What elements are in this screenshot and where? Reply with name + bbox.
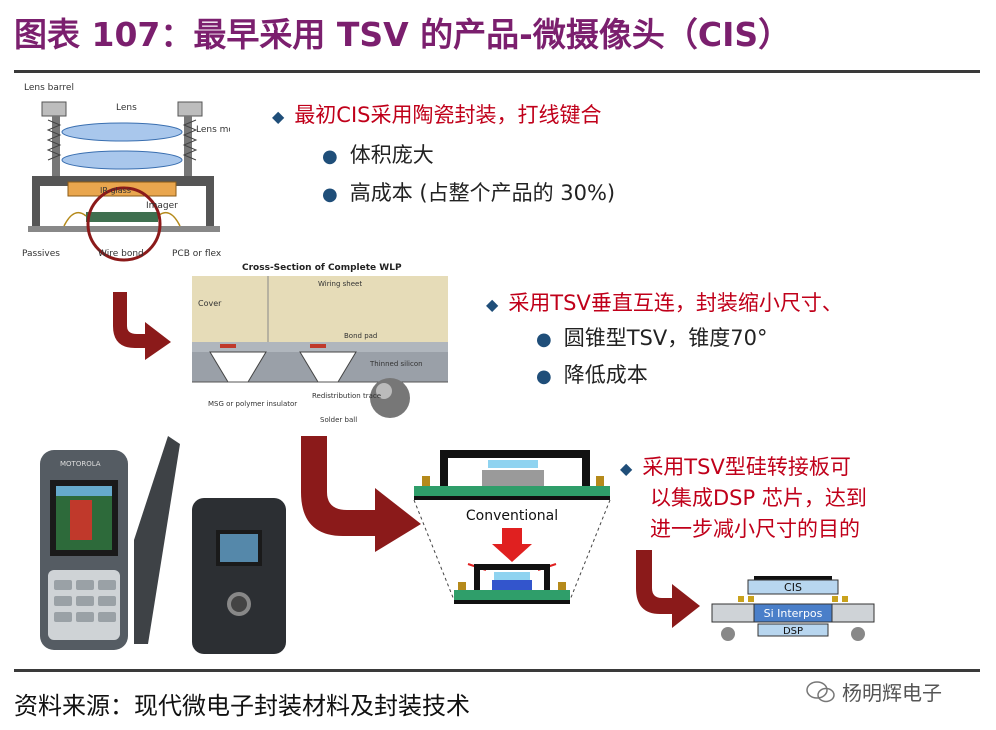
dot-bullet-icon: ● [322, 146, 338, 167]
phone-brand-label: MOTOROLA [60, 460, 101, 468]
label-lens: Lens [116, 103, 137, 113]
label-lens-mount: Lens mount [196, 125, 230, 135]
interposer-label: Si Interpos [764, 607, 823, 620]
section3-heading: ◆采用TSV型硅转接板可 [620, 455, 851, 479]
label-bond-pad: Bond pad [344, 332, 377, 340]
section2-bullet: ●圆锥型TSV，锥度70° [536, 326, 768, 350]
label-cover: Cover [198, 299, 222, 308]
label-solder-ball: Solder ball [320, 416, 357, 424]
label-wlp-title: Cross-Section of Complete WLP [242, 263, 402, 273]
section3-heading-line: 以集成DSP 芯片，达到 [650, 486, 867, 510]
dot-bullet-icon: ● [536, 329, 552, 350]
watermark: 杨明辉电子 [806, 677, 942, 706]
source-caption: 资料来源：现代微电子封装材料及封装技术 [14, 692, 470, 720]
section2-heading: ◆采用TSV垂直互连，封装缩小尺寸、 [486, 291, 843, 315]
label-imager: Imager [146, 201, 178, 211]
section1-bullet: ●体积庞大 [322, 143, 434, 167]
dot-bullet-icon: ● [322, 184, 338, 205]
section1-heading: ◆最初CIS采用陶瓷封装，打线键合 [272, 103, 602, 127]
section1-bullet: ●高成本 (占整个产品的 30%) [322, 181, 616, 205]
curved-arrow-icon [113, 292, 171, 360]
dsp-chip-label: DSP [783, 626, 803, 637]
label-redistribution: Redistribution trace [312, 392, 381, 400]
conventional-vs-tsv-diagram: Conventional [413, 450, 611, 604]
label-pcb: PCB or flex [172, 249, 222, 259]
diamond-bullet-icon: ◆ [620, 459, 633, 478]
dot-bullet-icon: ● [536, 366, 552, 387]
diamond-bullet-icon: ◆ [272, 107, 285, 126]
section3-heading-line: 进一步减小尺寸的目的 [650, 517, 860, 541]
page-title: 图表 107：最早采用 TSV 的产品-微摄像头（CIS） [14, 15, 792, 54]
diamond-bullet-icon: ◆ [486, 295, 499, 314]
cis-chip-label: CIS [784, 581, 802, 594]
curved-arrow-icon [636, 550, 700, 628]
label-lens-barrel: Lens barrel [24, 83, 74, 93]
label-thinned-silicon: Thinned silicon [369, 360, 423, 368]
conventional-label: Conventional [466, 508, 558, 524]
wlp-cross-section-diagram: Cross-Section of Complete WLP Cover Wiri… [192, 263, 448, 424]
label-ir-glass: IR glass [100, 186, 131, 195]
section2-bullet: ●降低成本 [536, 363, 648, 387]
title-rule [14, 70, 980, 73]
razr-phone-photo: MOTOROLA [40, 436, 286, 654]
watermark-text: 杨明辉电子 [842, 681, 942, 705]
label-insulator: MSG or polymer insulator [208, 400, 297, 408]
footer-rule [14, 669, 980, 672]
curved-arrow-icon [301, 436, 421, 552]
label-wiring: Wiring sheet [318, 280, 362, 288]
ceramic-cis-package-diagram: Lens barrel Lens Lens mount IR glass Ima… [22, 83, 230, 262]
label-wire-bond: Wire bond [98, 249, 144, 259]
tsv-interposer-stack-diagram: CIS Si Interpos DSP [711, 576, 875, 641]
label-passives: Passives [22, 249, 60, 259]
wechat-icon [806, 680, 835, 702]
